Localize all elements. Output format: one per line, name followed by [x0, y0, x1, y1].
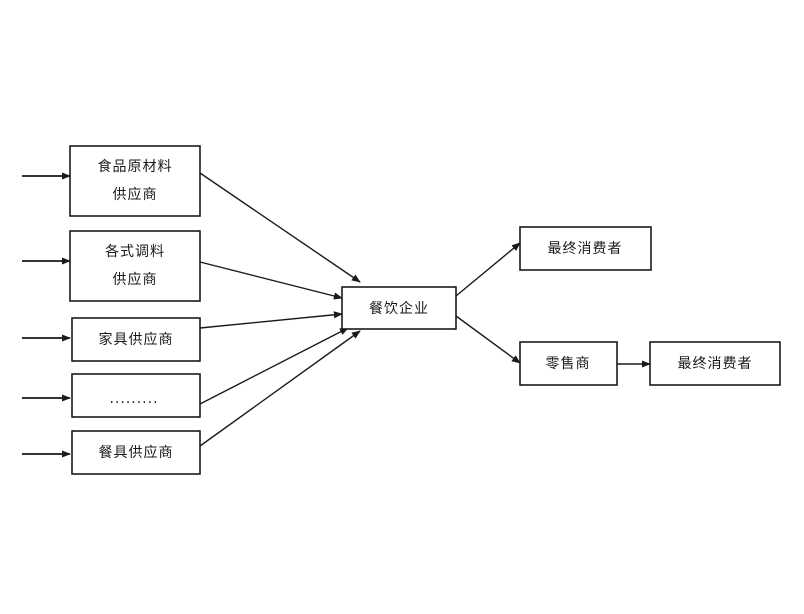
edge-catering-to-retailer [455, 315, 521, 364]
edge-food-to-catering [199, 172, 361, 283]
node-label: 餐具供应商 [99, 444, 174, 461]
node-catering-enterprise: 餐饮企业 [341, 286, 457, 330]
node-label: 家具供应商 [99, 331, 174, 348]
node-label: 各式调料 [105, 244, 165, 260]
node-label: 食品原材料 [98, 158, 173, 175]
edge-seasoning-to-catering [199, 261, 343, 300]
node-furniture-supplier: 家具供应商 [71, 317, 201, 362]
edge-furniture-to-catering [199, 311, 343, 329]
edge-catering-to-consumer [455, 242, 521, 297]
node-food-supplier: 食品原材料 供应商 [69, 145, 201, 217]
node-retailer: 零售商 [519, 341, 618, 386]
node-label: 最终消费者 [678, 356, 753, 372]
edge-tableware-to-catering [199, 330, 361, 447]
node-other-supplier: ......... [71, 373, 201, 418]
node-end-consumer-top: 最终消费者 [519, 226, 652, 271]
node-label: ......... [109, 391, 158, 407]
node-label: 供应商 [113, 271, 158, 288]
node-label: 最终消费者 [548, 241, 623, 257]
node-end-consumer-bottom: 最终消费者 [649, 341, 781, 386]
node-label: 供应商 [113, 186, 158, 203]
node-label: 餐饮企业 [369, 300, 429, 317]
node-seasoning-supplier: 各式调料 供应商 [69, 230, 201, 302]
edge-other-to-catering [199, 327, 349, 405]
incoming-arrows [22, 172, 71, 458]
node-label: 零售商 [546, 356, 591, 372]
node-tableware-supplier: 餐具供应商 [71, 430, 201, 475]
flow-edges [199, 172, 651, 447]
